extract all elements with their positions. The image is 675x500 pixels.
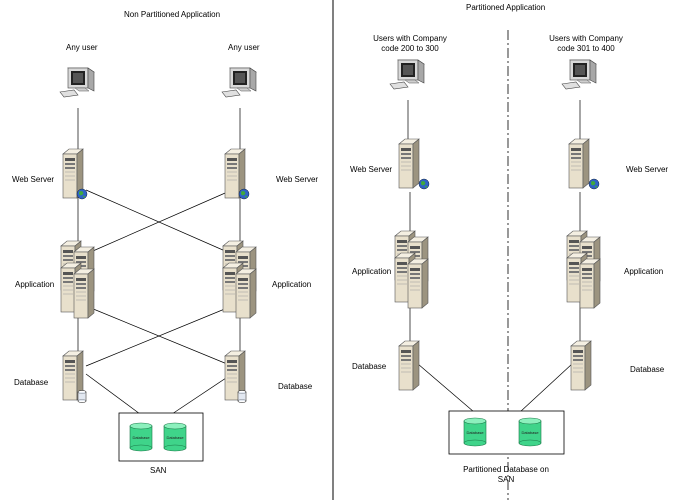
- right-user-left-label: Users with Company code 200 to 300: [370, 34, 450, 54]
- left-user-left-label: Any user: [66, 43, 98, 52]
- left-db-left-label: Database: [14, 378, 49, 387]
- left-user-right-computer-icon: [221, 67, 257, 98]
- left-db-server-right-icon: [224, 350, 247, 404]
- left-web-server-left-label: Web Server: [12, 175, 55, 184]
- right-db-server-right-icon: [570, 340, 592, 391]
- right-web-server-left-label: Web Server: [350, 165, 393, 174]
- right-app-server-left-icon: [394, 230, 429, 309]
- right-web-server-left-icon: [398, 138, 430, 190]
- right-db-server-left-icon: [398, 340, 420, 391]
- left-db-server-left-icon: [62, 350, 87, 404]
- right-app-right-label: Application: [624, 267, 664, 276]
- right-web-server-right-label: Web Server: [626, 165, 669, 174]
- right-db-left-label: Database: [352, 362, 387, 371]
- right-app-server-right-icon: [566, 230, 601, 309]
- left-app-left-label: Application: [15, 280, 55, 289]
- left-connections: [77, 108, 241, 415]
- right-user-right-computer-icon: [561, 59, 597, 90]
- right-user-right-line2: code 301 to 400: [557, 44, 615, 53]
- left-app-server-left-icon: [60, 240, 95, 319]
- right-disk2-text: Database: [521, 430, 539, 435]
- right-san-label: Partitioned Database on SAN: [450, 465, 562, 485]
- left-db-right-label: Database: [278, 382, 313, 391]
- right-san-line1: Partitioned Database on: [463, 465, 549, 474]
- right-panel-title: Partitioned Application: [466, 3, 546, 12]
- right-user-left-line2: code 200 to 300: [381, 44, 439, 53]
- left-disk1-text: Database: [132, 435, 150, 440]
- right-san-line2: SAN: [497, 475, 515, 484]
- left-web-server-right-label: Web Server: [276, 175, 319, 184]
- right-user-right-label: Users with Company code 301 to 400: [546, 34, 626, 54]
- left-disk2-text: Database: [166, 435, 184, 440]
- left-web-server-left-icon: [62, 148, 88, 200]
- right-user-right-line1: Users with Company: [549, 34, 623, 43]
- right-disk1-text: Database: [466, 430, 484, 435]
- left-user-left-computer-icon: [59, 67, 95, 98]
- right-user-left-line1: Users with Company: [373, 34, 447, 43]
- right-app-left-label: Application: [352, 267, 392, 276]
- right-web-server-right-icon: [568, 138, 600, 190]
- left-user-right-label: Any user: [228, 43, 260, 52]
- right-connections: [407, 100, 581, 413]
- left-app-right-label: Application: [272, 280, 312, 289]
- left-panel-title: Non Partitioned Application: [124, 10, 221, 19]
- right-user-left-computer-icon: [389, 59, 425, 90]
- left-web-server-right-icon: [224, 148, 250, 200]
- right-db-right-label: Database: [630, 365, 665, 374]
- left-san-label: SAN: [150, 466, 167, 475]
- left-app-server-right-icon: [222, 240, 257, 319]
